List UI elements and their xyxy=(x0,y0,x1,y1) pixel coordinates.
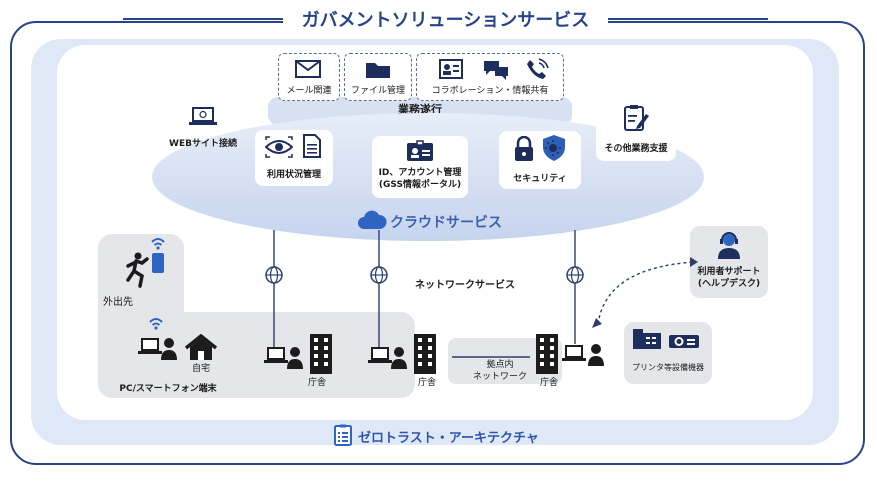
business-title: 業務遂行 xyxy=(398,103,442,116)
page-title: ガバメントソリューションサービス xyxy=(283,6,608,32)
other-label: その他業務支援 xyxy=(604,144,668,154)
chat-bubbles-icon xyxy=(484,61,508,80)
id-badge-icon xyxy=(407,140,433,161)
other-support-card: その他業務支援 xyxy=(596,99,676,161)
office1-label: 庁舎 xyxy=(307,378,326,388)
id-label-line2: (GSS情報ポータル) xyxy=(378,180,462,190)
laptop-icon xyxy=(189,107,217,125)
home-label: 自宅 xyxy=(191,364,210,374)
envelope-icon xyxy=(295,60,321,78)
walking-person-with-phone-icon xyxy=(126,252,164,288)
wifi-icon xyxy=(151,238,165,250)
mail-label: メール関連 xyxy=(286,86,332,96)
building-worker-icon xyxy=(536,334,604,374)
helpdesk-line1: 利用者サポート xyxy=(697,267,761,277)
laptop-user-icon xyxy=(138,338,177,360)
shield-virus-icon xyxy=(543,135,565,161)
folder-icon xyxy=(366,63,390,78)
security-label: セキュリティ xyxy=(513,174,567,184)
cloud-label: クラウドサービス xyxy=(390,215,502,231)
contact-card-icon xyxy=(439,59,463,79)
file-label: ファイル管理 xyxy=(350,86,405,96)
intranet-label-line1: 拠点内 xyxy=(486,360,514,370)
security-card: セキュリティ xyxy=(499,131,581,189)
globe-icon xyxy=(265,266,283,284)
office-worker-building-icon xyxy=(368,334,436,374)
home-office-zone xyxy=(98,312,415,398)
globe-icon xyxy=(370,266,388,284)
support-agent-icon xyxy=(718,232,740,259)
projector-icon xyxy=(669,335,699,348)
globe-icon xyxy=(566,266,584,284)
id-label-line1: ID、アカウント管理 xyxy=(378,168,462,178)
document-icon xyxy=(303,134,321,158)
cloud-icon xyxy=(358,210,387,229)
lock-icon xyxy=(515,136,533,161)
collab-label: コラボレーション・情報共有 xyxy=(431,86,549,96)
id-account-card: ID、アカウント管理 (GSS情報ポータル) xyxy=(372,136,468,198)
title-line-left xyxy=(123,18,283,20)
wifi-icon xyxy=(149,318,163,330)
device-label: PC/スマートフォン端末 xyxy=(119,384,217,394)
printer-fax-icon xyxy=(633,329,661,349)
mail-box: メール関連 xyxy=(278,53,340,101)
usage-label: 利用状況管理 xyxy=(266,170,321,180)
printer-label: プリンタ等設備機器 xyxy=(632,363,704,372)
title-line-right xyxy=(608,18,768,20)
collab-box: コラボレーション・情報共有 xyxy=(416,53,564,101)
house-icon xyxy=(184,334,218,360)
intranet-label-line2: ネットワーク xyxy=(472,372,527,382)
monitoring-eye-icon xyxy=(265,136,293,158)
office-worker-building-icon xyxy=(264,334,332,374)
office3-label: 庁舎 xyxy=(539,378,558,388)
outside-label: 外出先 xyxy=(103,297,133,308)
helpdesk-line2: (ヘルプデスク) xyxy=(697,279,761,289)
checklist-icon xyxy=(334,424,352,446)
footer-label: ゼロトラスト・アーキテクチャ xyxy=(358,431,539,446)
web-connection-item: WEBサイト接続 xyxy=(158,103,248,155)
clipboard-edit-icon xyxy=(624,105,649,131)
file-box: ファイル管理 xyxy=(344,53,412,101)
web-label: WEBサイト接続 xyxy=(169,139,237,149)
network-label: ネットワークサービス xyxy=(415,280,515,291)
phone-icon xyxy=(527,58,549,79)
usage-card: 利用状況管理 xyxy=(255,130,333,186)
office2-label: 庁舎 xyxy=(417,378,436,388)
